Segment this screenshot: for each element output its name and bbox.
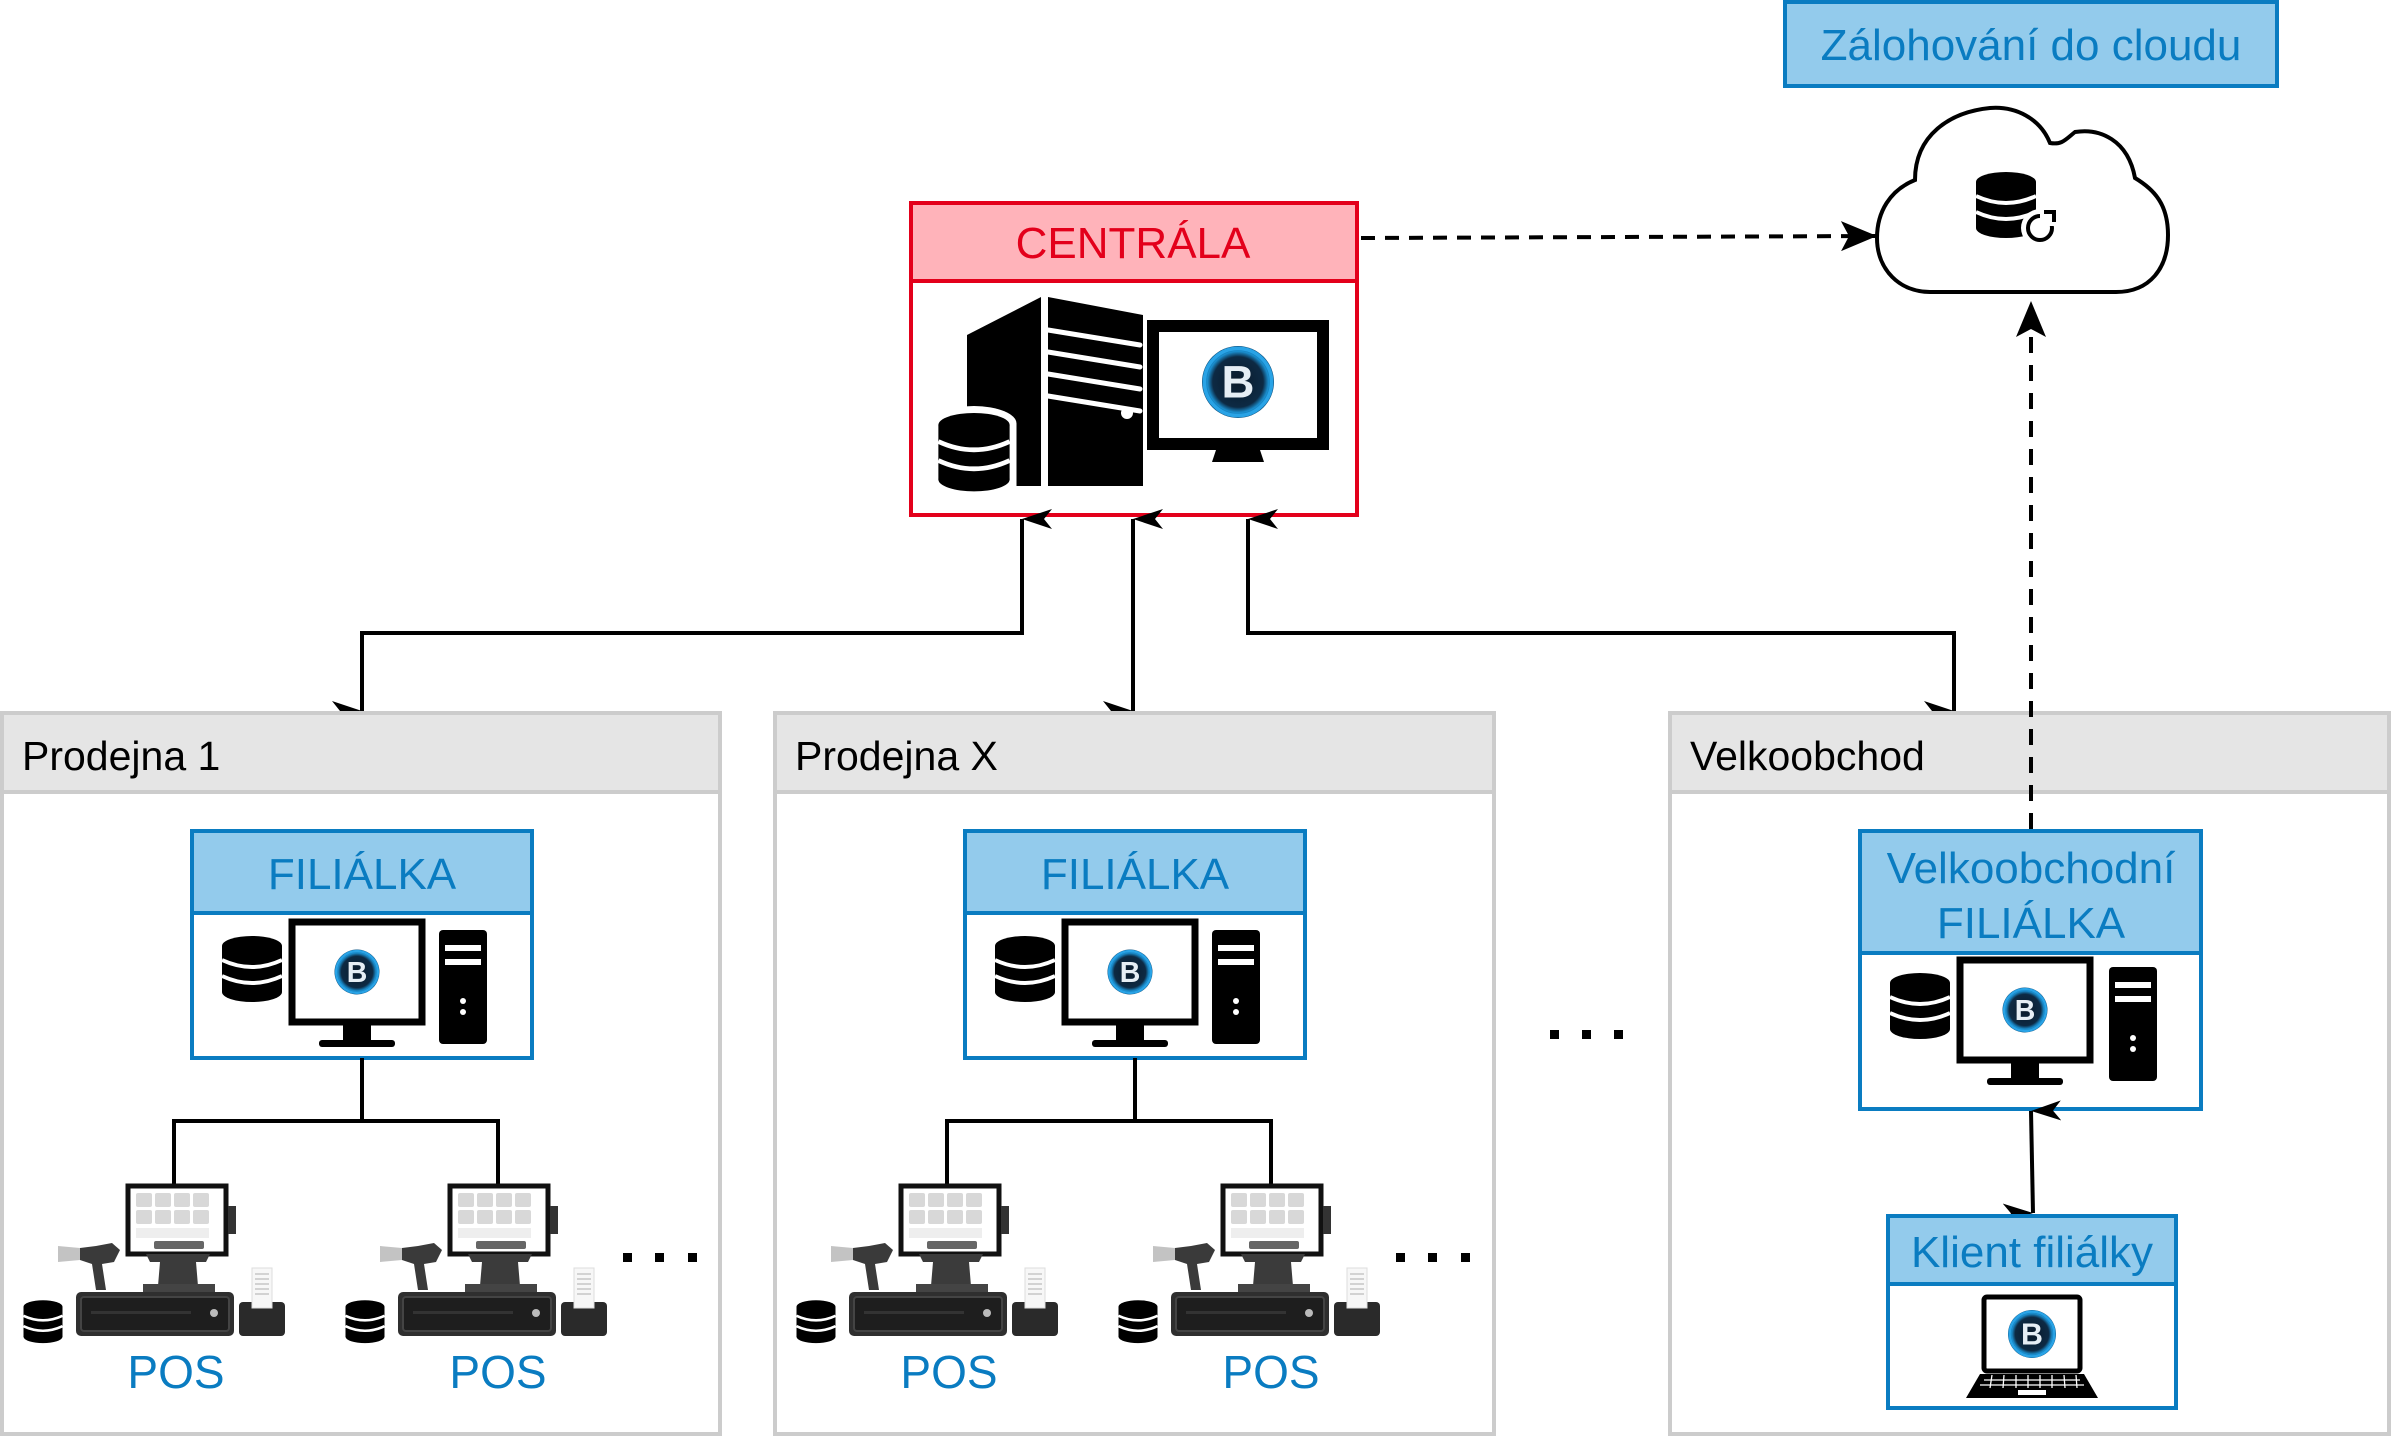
- database-icon: [220, 934, 284, 1004]
- pc-tower-icon: [2109, 967, 2157, 1081]
- wholesale-group: Velkoobchod Velkoobchodní FILIÁLKA Klien…: [1668, 301, 2391, 1436]
- laptop-icon: [1966, 1294, 2098, 1398]
- central-title: CENTRÁLA: [1016, 219, 1251, 268]
- cloud-backup-label: Zálohování do cloudu: [1821, 21, 2242, 70]
- connector-central-velkoobchod: [1246, 509, 1956, 721]
- pc-tower-icon: [1212, 930, 1260, 1044]
- pos-label: POS: [449, 1346, 546, 1398]
- pos-label: POS: [900, 1346, 997, 1398]
- connector-central-prodejna-1: [332, 509, 1052, 721]
- branch-box: FILIÁLKA: [190, 829, 534, 1060]
- store-title: Prodejna X: [795, 733, 998, 779]
- more-pos-ellipsis: [1396, 1253, 1470, 1262]
- connector-central-cloud: [1360, 221, 1878, 252]
- database-sync-icon: [1974, 170, 2059, 247]
- branch-title: FILIÁLKA: [268, 850, 457, 899]
- connector-wholesale-client: [2002, 1100, 2062, 1224]
- store-group-prodejna-1: Prodejna 1 FILIÁLKA POS POS: [0, 711, 722, 1436]
- wholesale-branch-box: Velkoobchodní FILIÁLKA: [1858, 829, 2203, 1111]
- b-logo-icon: [2006, 1308, 2058, 1360]
- client-box: Klient filiálky: [1886, 1214, 2178, 1410]
- central-box: CENTRÁLA: [909, 201, 1359, 517]
- branch-title: FILIÁLKA: [1041, 850, 1230, 899]
- b-logo-icon: [1200, 344, 1276, 420]
- cloud-icon: [1874, 105, 2171, 294]
- database-icon: [993, 934, 1057, 1004]
- client-title: Klient filiálky: [1911, 1228, 2153, 1277]
- wholesale-branch-title-line1: Velkoobchodní: [1887, 844, 2176, 893]
- database-icon: [1888, 971, 1952, 1041]
- wholesale-branch-title-line2: FILIÁLKA: [1937, 899, 2126, 948]
- server-tower-icon: [967, 297, 1143, 486]
- branch-pos-connector: [945, 1058, 1273, 1185]
- more-stores-ellipsis: [1550, 1030, 1623, 1039]
- wholesale-title: Velkoobchod: [1690, 733, 1925, 779]
- store-group-prodejna-x: Prodejna X FILIÁLKA POS POS: [773, 711, 1496, 1436]
- pos-label: POS: [1222, 1346, 1319, 1398]
- pc-tower-icon: [439, 930, 487, 1044]
- pos-label: POS: [127, 1346, 224, 1398]
- more-pos-ellipsis: [623, 1253, 697, 1262]
- cloud-backup-label-box: Zálohování do cloudu: [1783, 0, 2279, 88]
- store-title: Prodejna 1: [22, 733, 220, 779]
- branch-box: FILIÁLKA: [963, 829, 1307, 1060]
- monitor-icon: [1147, 320, 1329, 462]
- database-icon: [931, 406, 1017, 491]
- branch-pos-connector: [172, 1058, 500, 1185]
